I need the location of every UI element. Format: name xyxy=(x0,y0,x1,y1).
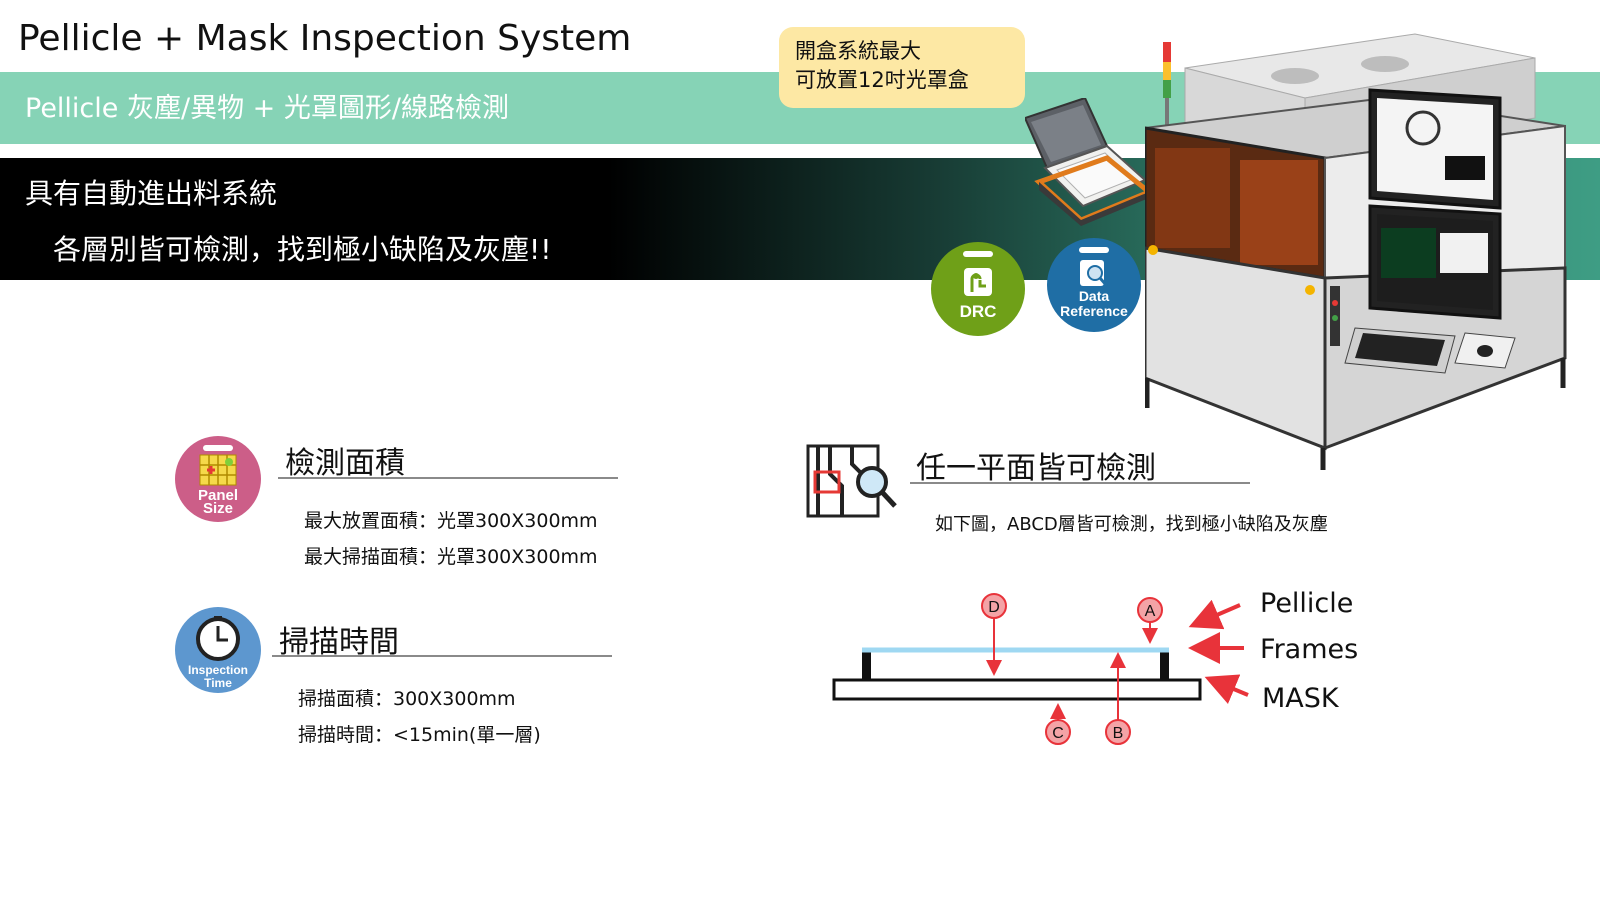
badge-notch xyxy=(963,251,993,257)
pod-callout: 開盒系統最大 可放置12吋光罩盒 xyxy=(779,27,1025,108)
time-item-1: 掃描面積：300X300mm xyxy=(298,688,516,710)
panel-size-label-1: Panel xyxy=(197,487,239,504)
time-heading: 掃描時間 xyxy=(279,625,399,660)
label-pellicle: Pellicle xyxy=(1260,588,1353,619)
label-frames: Frames xyxy=(1260,634,1358,665)
drc-icon xyxy=(964,268,992,296)
marker-a-label: A xyxy=(1145,603,1156,620)
inspection-machine-illustration xyxy=(1145,33,1567,470)
marker-d-label: D xyxy=(988,599,1000,616)
plane-description: 如下圖，ABCD層皆可檢測，找到極小缺陷及灰塵 xyxy=(935,514,1328,535)
banner-line-1: 具有自動進出料系統 xyxy=(25,177,278,210)
plane-heading: 任一平面皆可檢測 xyxy=(916,451,1156,486)
drc-badge: DRC xyxy=(931,242,1025,336)
time-item-2: 掃描時間：<15min(單一層) xyxy=(298,724,541,746)
panel-grid-icon xyxy=(199,454,237,486)
mask-plate xyxy=(832,678,1202,701)
frame-right xyxy=(1160,650,1169,680)
reticle-pod-illustration xyxy=(1025,98,1150,226)
label-mask: MASK xyxy=(1262,683,1340,714)
marker-d: D xyxy=(981,593,1007,619)
inspection-time-label-1: Inspection xyxy=(187,663,248,677)
marker-a: A xyxy=(1137,597,1163,623)
area-divider xyxy=(278,477,618,479)
area-heading: 檢測面積 xyxy=(285,446,405,481)
time-divider xyxy=(272,655,612,657)
area-item-1: 最大放置面積：光罩300X300mm xyxy=(304,510,598,532)
panel-size-badge: Panel Size xyxy=(175,436,261,522)
subtitle-text: Pellicle 灰塵/異物 + 光罩圖形/線路檢測 xyxy=(25,93,509,124)
area-item-2: 最大掃描面積：光罩300X300mm xyxy=(304,546,598,568)
banner-line-2: 各層別皆可檢測，找到極小缺陷及灰塵!! xyxy=(53,233,552,266)
data-reference-label-2: Reference xyxy=(1060,303,1128,319)
inspection-time-badge: Inspection Time xyxy=(175,607,261,693)
layer-diagram: D A C B Pellicle Frames MASK xyxy=(832,588,1358,745)
frame-left xyxy=(862,650,871,680)
panel-size-label-2: Size xyxy=(202,500,233,517)
callout-line-1: 開盒系統最大 xyxy=(795,39,921,63)
data-search-icon xyxy=(1080,260,1109,287)
badge-notch xyxy=(1079,247,1109,253)
data-reference-label-1: Data xyxy=(1078,288,1110,304)
circuit-inspect-icon xyxy=(806,444,897,518)
page-title: Pellicle + Mask Inspection System xyxy=(18,18,632,59)
badge-notch xyxy=(203,445,233,451)
marker-b-label: B xyxy=(1113,725,1124,742)
marker-b: B xyxy=(1105,719,1131,745)
inspection-time-label-2: Time xyxy=(204,676,232,690)
plane-divider xyxy=(910,482,1250,484)
drc-label: DRC xyxy=(959,302,997,321)
data-reference-badge: Data Reference xyxy=(1047,238,1141,332)
callout-line-2: 可放置12吋光罩盒 xyxy=(795,68,969,92)
marker-c-label: C xyxy=(1052,725,1064,742)
clock-icon xyxy=(196,616,240,661)
marker-c: C xyxy=(1045,719,1071,745)
